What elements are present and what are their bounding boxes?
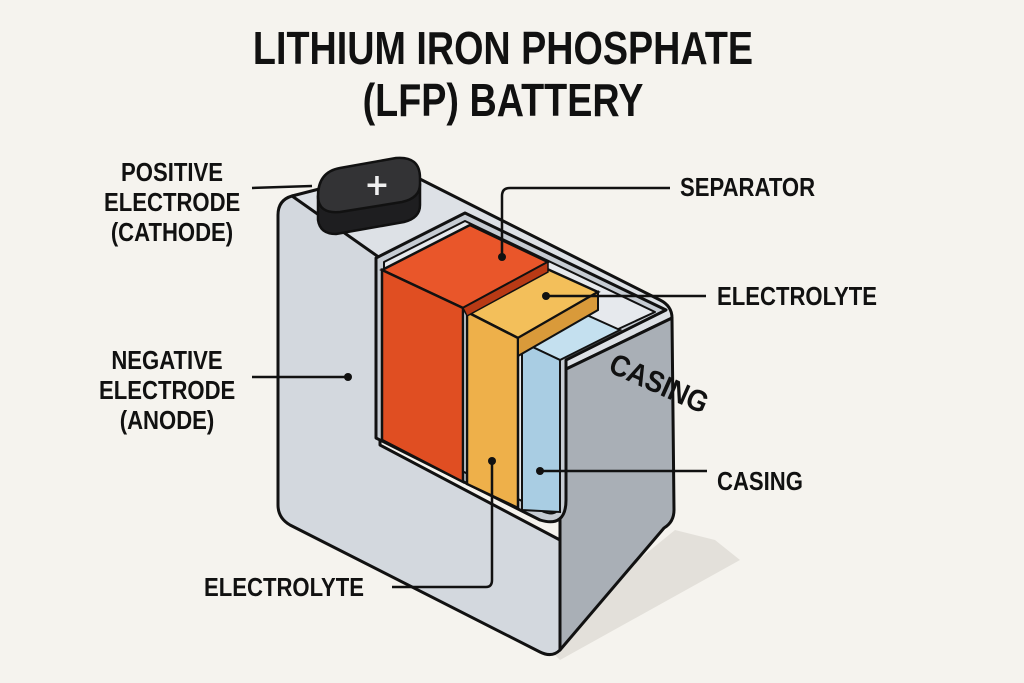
leader-electrolyte-bottom	[392, 461, 494, 589]
label-positive-electrode: POSITIVE ELECTRODE (CATHODE)	[104, 157, 241, 247]
dot-negative-electrode	[344, 373, 352, 381]
plus-symbol: +	[364, 168, 389, 203]
dot-electrolyte-bottom	[488, 457, 496, 465]
diagram-title: LITHIUM IRON PHOSPHATE (LFP) BATTERY	[83, 22, 923, 126]
dot-electrolyte-right	[542, 292, 550, 300]
leader-separator	[500, 186, 670, 257]
electrolyte-layer-side	[517, 290, 599, 358]
label-casing-right: CASING	[717, 466, 803, 496]
leader-dots	[344, 253, 550, 475]
leader-lines	[251, 184, 707, 589]
title-line-1: LITHIUM IRON PHOSPHATE	[252, 22, 754, 74]
electrolyte-layer-front	[465, 309, 520, 510]
dot-casing-right	[536, 467, 544, 475]
label-electrolyte-right: ELECTROLYTE	[717, 281, 878, 311]
label-electrolyte-bottom: ELECTROLYTE	[204, 572, 365, 602]
battery-shadow	[540, 530, 740, 660]
positive-terminal-top	[316, 156, 422, 214]
label-negative-electrode: NEGATIVE ELECTRODE (ANODE)	[99, 345, 236, 435]
cathode-layer-side	[462, 260, 549, 318]
cathode-layer-front	[380, 268, 465, 485]
casing-front-face	[276, 180, 562, 657]
title-line-2: (LFP) BATTERY	[362, 74, 644, 126]
leader-positive-electrode	[251, 184, 313, 190]
anode-layer-front	[521, 340, 561, 514]
dot-separator	[498, 253, 506, 261]
label-separator: SEPARATOR	[680, 172, 816, 202]
casing-right-face	[558, 316, 676, 652]
